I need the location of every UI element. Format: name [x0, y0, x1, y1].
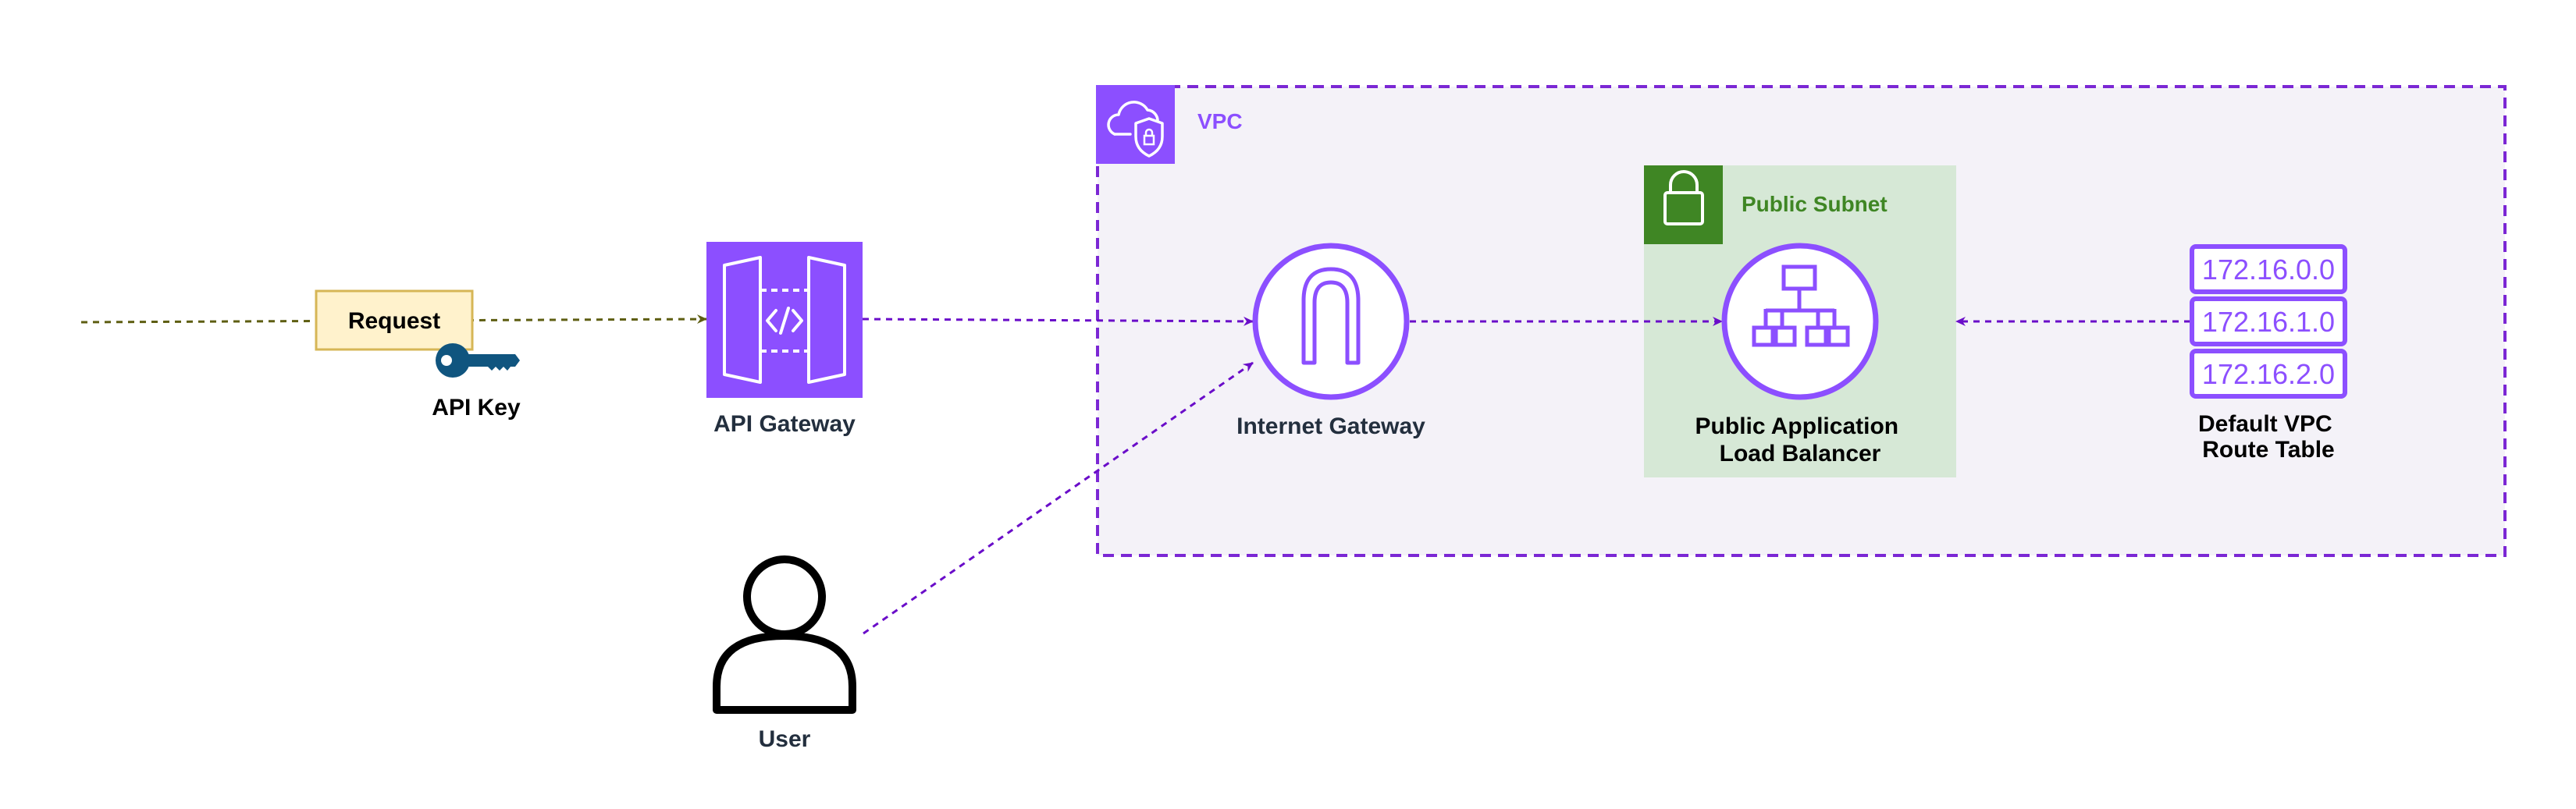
user-icon — [713, 555, 856, 714]
api-gateway-icon — [706, 242, 863, 398]
user-label: User — [759, 726, 811, 752]
request-label: Request — [348, 308, 440, 334]
route-table-icon: 172.16.0.0 172.16.1.0 172.16.2.0 — [2190, 244, 2347, 399]
public-subnet-label: Public Subnet — [1742, 192, 1888, 216]
route-entry-box — [2190, 296, 2347, 346]
api-key-label: API Key — [432, 395, 521, 420]
request-label-box[interactable]: Request — [315, 289, 474, 351]
vpc-label: VPC — [1197, 109, 1243, 133]
route-entry-box — [2190, 244, 2347, 294]
route-table-label-line2: Route Table — [2202, 437, 2334, 463]
user-node[interactable]: User — [713, 555, 856, 752]
route-entry-text: 172.16.1.0 — [2202, 306, 2335, 338]
request-connector — [80, 314, 707, 325]
load-balancer-node[interactable]: Public Application Load Balancer — [1695, 243, 1905, 467]
route-table-label-line1: Default VPC — [2198, 411, 2332, 437]
route-entry-text: 172.16.0.0 — [2202, 254, 2335, 286]
connectors — [80, 314, 2190, 635]
api-gateway-label: API Gateway — [713, 411, 856, 437]
load-balancer-label-line2: Load Balancer — [1720, 441, 1881, 467]
request-box — [315, 289, 474, 351]
route-entry-box — [2190, 349, 2347, 399]
lock-icon — [1644, 165, 1723, 244]
route-entry-text: 172.16.2.0 — [2202, 358, 2335, 390]
user-to-igw-connector — [863, 361, 1254, 635]
route-table-label: Default VPC Route Table — [2198, 411, 2339, 463]
vpc-icon — [1096, 85, 1175, 164]
internet-gateway-icon — [1252, 243, 1410, 400]
api-gateway-node[interactable]: API Gateway — [706, 242, 863, 437]
load-balancer-label: Public Application Load Balancer — [1695, 413, 1905, 467]
load-balancer-icon — [1721, 243, 1879, 400]
internet-gateway-label: Internet Gateway — [1236, 413, 1425, 439]
api-key-icon — [436, 343, 520, 378]
route-table-node[interactable]: 172.16.0.0 172.16.1.0 172.16.2.0 Default… — [2190, 244, 2347, 463]
internet-gateway-node[interactable]: Internet Gateway — [1236, 243, 1425, 439]
load-balancer-label-line1: Public Application — [1695, 413, 1899, 439]
